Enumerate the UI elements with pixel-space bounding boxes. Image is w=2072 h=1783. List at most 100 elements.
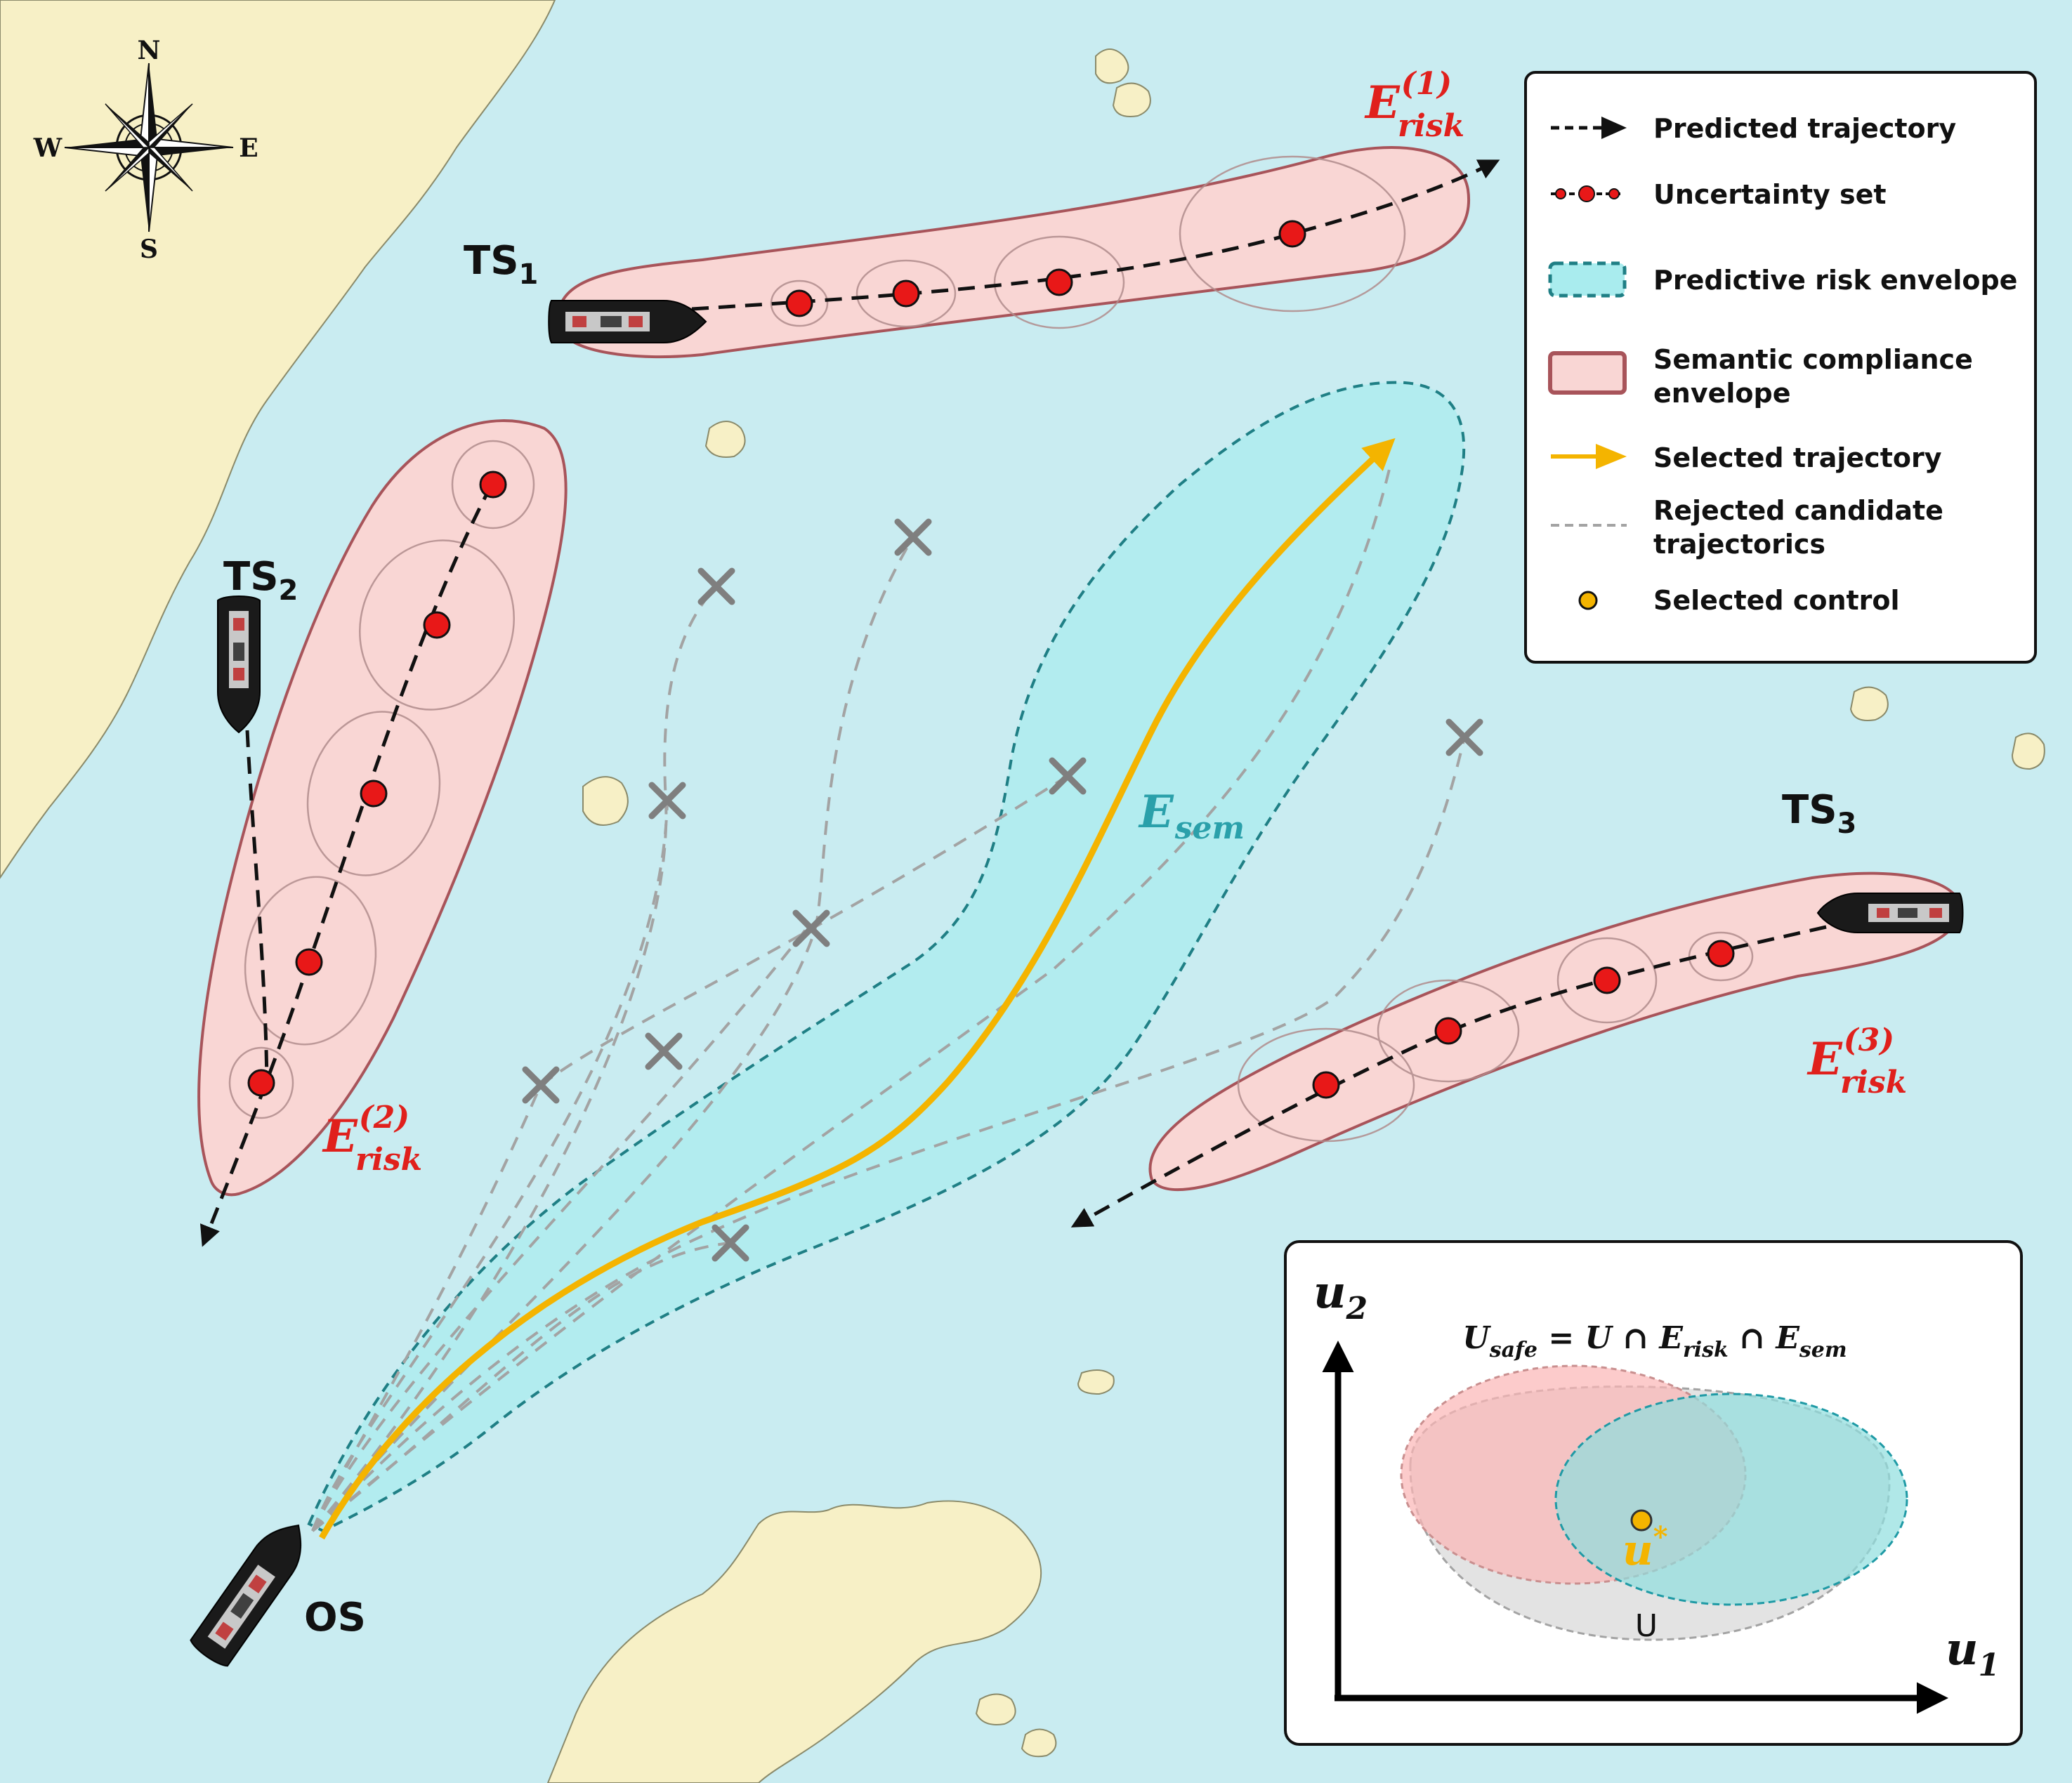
envelope-ts2: [197, 419, 568, 1197]
ship-ts3-icon: [1816, 893, 1964, 933]
legend-label: Selected control: [1653, 585, 1900, 616]
uncertainty-ellipse: [359, 539, 515, 711]
island: [2011, 732, 2045, 770]
x-mark: [1049, 757, 1087, 795]
rejected-trajectory: [311, 926, 809, 1532]
rejected-trajectory: [311, 1242, 731, 1532]
uncertainty-ellipse: [1377, 979, 1520, 1083]
uncertainty-point: [1434, 1017, 1462, 1045]
legend-label: envelope: [1653, 378, 1790, 409]
label-ts3: TS3: [1782, 787, 1856, 840]
uncertainty-point: [1707, 940, 1735, 968]
legend-item-predictive-risk-envelope: Predictive risk envelope: [1548, 261, 2017, 298]
ship-os-icon: [190, 1524, 302, 1667]
rejected-trajectory: [539, 775, 1069, 1086]
legend-item-predicted-trajectory: Predicted trajectory: [1551, 113, 1956, 144]
control-space-inset: Usafe = U ∩ Erisk ∩ Esem U u* u2 u1: [1284, 1240, 2023, 1746]
uncertainty-ellipse: [244, 876, 377, 1046]
island: [1849, 686, 1889, 721]
rejected-trajectory: [311, 800, 669, 1532]
legend-item-selected-trajectory: Selected trajectory: [1551, 442, 1942, 473]
label-e-risk-2: E(2)risk: [322, 1100, 422, 1178]
label-e-risk-1: E(1)risk: [1364, 66, 1464, 144]
island: [975, 1693, 1016, 1725]
island: [582, 776, 629, 826]
rejected-trajectory: [311, 1084, 542, 1532]
rejected-trajectory: [311, 737, 1466, 1532]
x-mark: [697, 567, 735, 605]
label-os: OS: [304, 1595, 366, 1640]
compass-west-label: W: [33, 133, 63, 163]
uncertainty-ellipse: [770, 279, 829, 327]
legend-label: Predicted trajectory: [1653, 113, 1956, 144]
uncertainty-ellipse: [1237, 1027, 1415, 1143]
legend: Predicted trajectory Uncertainty set Pre…: [1524, 71, 2037, 664]
island: [1021, 1728, 1057, 1758]
x-axis-label: u1: [1946, 1623, 2000, 1683]
x-mark: [792, 909, 830, 947]
predicted-trajectory-ts1: [691, 159, 1500, 311]
uncertainty-point: [785, 289, 813, 317]
ship-ts1-icon: [548, 300, 707, 343]
e-sem-region: [1554, 1393, 1908, 1606]
x-mark: [894, 518, 932, 556]
uncertainty-point: [1312, 1071, 1340, 1099]
x-mark: [645, 1032, 683, 1070]
u-star-label: u*: [1622, 1520, 1668, 1575]
x-mark: [712, 1224, 749, 1262]
legend-label: Semantic compliance: [1653, 344, 1973, 375]
selected-trajectory: [319, 437, 1396, 1540]
uncertainty-ellipse: [1179, 155, 1406, 312]
label-e-risk-3: E(3)risk: [1807, 1022, 1907, 1100]
uncertainty-ellipse: [855, 259, 957, 328]
y-axis-label: u2: [1313, 1266, 1368, 1327]
island: [1077, 1369, 1115, 1395]
compass-south-label: S: [140, 235, 158, 264]
label-ts1: TS1: [464, 238, 538, 291]
label-ts2: TS2: [223, 554, 298, 607]
legend-label: Predictive risk envelope: [1653, 265, 2017, 296]
predictive-risk-envelope: [307, 381, 1466, 1533]
legend-item-uncertainty-set: Uncertainty set: [1551, 179, 1887, 210]
uncertainty-point: [360, 779, 388, 808]
island: [1095, 48, 1129, 84]
rejected-x-marks: [522, 518, 1483, 1262]
rejected-trajectory: [311, 585, 718, 1532]
uncertainty-ellipse: [451, 440, 535, 529]
optimal-control-point: [1630, 1509, 1653, 1532]
island: [704, 421, 746, 458]
island: [1112, 82, 1151, 117]
uncertainty-points: [247, 220, 1735, 1099]
u-set-label: U: [1635, 1608, 1658, 1644]
legend-label: Uncertainty set: [1653, 179, 1887, 210]
landmass-south: [546, 1500, 1042, 1783]
uncertainty-ellipse: [228, 1046, 294, 1119]
legend-item-selected-control: Selected control: [1578, 585, 1900, 616]
predicted-trajectory-ts2: [199, 483, 494, 1247]
compass-rose: N S E W: [33, 36, 258, 264]
compass-east-label: E: [239, 133, 258, 163]
legend-label: Selected trajectory: [1653, 442, 1942, 473]
uncertainty-ellipses: [228, 155, 1754, 1143]
uncertainty-point: [1278, 220, 1306, 248]
label-e-sem: Esem: [1138, 786, 1245, 846]
uncertainty-point: [247, 1069, 275, 1097]
uncertainty-point: [479, 471, 507, 499]
predicted-trajectory-ts3: [1070, 925, 1827, 1228]
compass-north-label: N: [138, 36, 161, 65]
x-mark: [1445, 718, 1483, 756]
legend-box: [1524, 71, 2037, 664]
uncertainty-point: [1593, 966, 1621, 994]
legend-label: Rejected candidate: [1653, 495, 1943, 526]
legend-item-semantic-compliance-envelope: Semantic compliance envelope: [1548, 344, 1973, 409]
uncertainty-point: [423, 611, 451, 639]
uncertainty-point: [1045, 268, 1073, 296]
coastline-northwest: [0, 0, 556, 879]
ship-ts2-icon: [217, 596, 261, 734]
islands: [582, 48, 2045, 1758]
inset-formula: Usafe = U ∩ Erisk ∩ Esem: [1462, 1320, 1847, 1362]
uncertainty-ellipse: [1688, 931, 1754, 982]
x-mark: [522, 1066, 560, 1104]
uncertainty-ellipse: [1556, 937, 1658, 1024]
